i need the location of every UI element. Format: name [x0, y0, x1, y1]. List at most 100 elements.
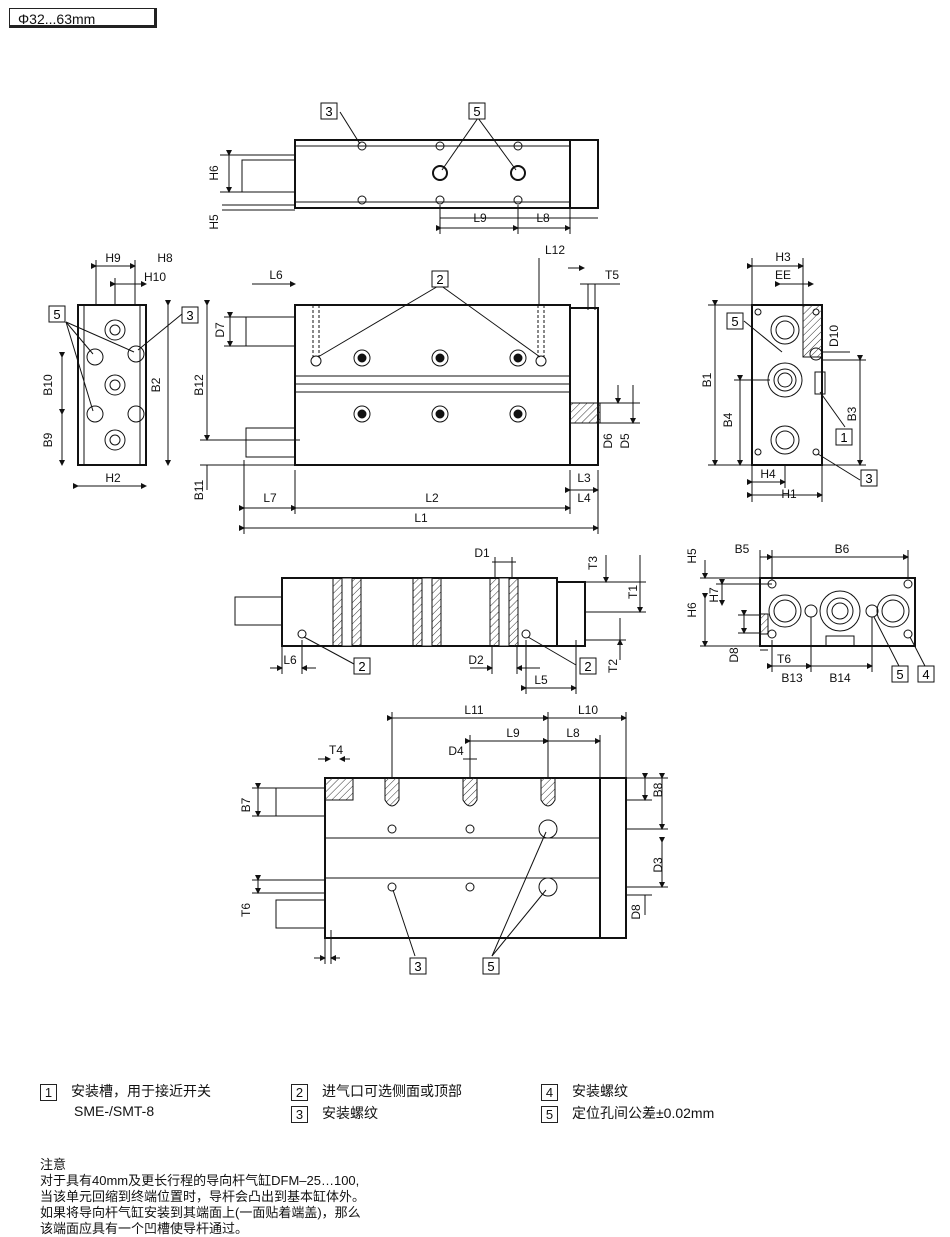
dimension-label: L4: [577, 491, 591, 505]
dimension-label: D7: [213, 322, 227, 338]
dimension-label: T6: [239, 903, 253, 917]
notes-line: 对于具有40mm及更长行程的导向杆气缸DFM–25…100,: [40, 1173, 360, 1188]
svg-text:3: 3: [186, 308, 193, 323]
dimension-label: L11: [464, 703, 483, 717]
callout-box: 3: [320, 102, 338, 120]
dimension-label: B11: [192, 479, 206, 500]
dimension-label: EE: [775, 268, 791, 282]
dimension-label: T4: [329, 743, 343, 757]
dimension-label: T2: [606, 659, 620, 673]
svg-text:5: 5: [896, 667, 903, 682]
callout-box: 3: [860, 469, 878, 487]
size-range-label: Φ32...63mm: [9, 8, 157, 28]
dimension-label: L9: [473, 211, 487, 225]
dimension-label: L3: [577, 471, 591, 485]
callout-box: 5: [891, 665, 909, 683]
callout-box: 5: [468, 102, 486, 120]
right-end-view: [708, 258, 866, 502]
dimension-label: D10: [827, 325, 841, 347]
notes-title: 注意: [40, 1157, 67, 1172]
svg-text:2: 2: [584, 659, 591, 674]
dimension-label: L1: [414, 511, 428, 525]
svg-text:5: 5: [731, 314, 738, 329]
dimension-label: B4: [721, 412, 735, 427]
dimension-label: H8: [157, 251, 173, 265]
callout-box: 3: [181, 306, 199, 324]
bottom-view: [252, 712, 668, 964]
dimension-label: B9: [41, 432, 55, 447]
notes-line: 该端面应具有一个凹槽使导杆通过。: [40, 1221, 249, 1236]
dimension-label: D6: [601, 433, 615, 449]
svg-text:5: 5: [473, 104, 480, 119]
dimension-label: B12: [192, 374, 206, 396]
dimension-label: H4: [760, 467, 776, 481]
front-view: [200, 258, 640, 534]
dimension-label: B2: [149, 377, 163, 392]
svg-text:4: 4: [922, 667, 929, 682]
dimension-label: H7: [707, 587, 721, 603]
svg-text:1: 1: [840, 430, 847, 445]
callout-box: 5: [726, 312, 744, 330]
dimension-label: B3: [845, 406, 859, 421]
dimension-label: H5: [207, 214, 221, 230]
dimension-label: D4: [448, 744, 464, 758]
dimension-label: L8: [566, 726, 580, 740]
svg-text:5: 5: [53, 307, 60, 322]
dimension-label: B14: [829, 671, 851, 685]
dimension-label: H10: [144, 270, 166, 284]
dimension-label: D2: [468, 653, 484, 667]
callout-box: 2: [353, 657, 371, 675]
dimension-label: T1: [626, 585, 640, 599]
callout-box: 5: [482, 957, 500, 975]
callout-box: 3: [409, 957, 427, 975]
dimension-label: H9: [105, 251, 121, 265]
legend-item-1-line2: SME-/SMT-8: [74, 1103, 155, 1119]
svg-text:3: 3: [325, 104, 332, 119]
dimension-label: D8: [629, 904, 643, 920]
callout-markers: 3 5 2 5 3 5 1 3 2 2 5 4 3 5: [48, 102, 935, 975]
dimension-label: H5: [685, 548, 699, 564]
svg-text:2: 2: [436, 272, 443, 287]
dimension-label: H1: [781, 487, 797, 501]
callout-box: 2: [579, 657, 597, 675]
dimension-label: L6: [283, 653, 297, 667]
dimension-label: L10: [578, 703, 598, 717]
end-view-2: [700, 550, 927, 672]
dimension-label: B13: [781, 671, 803, 685]
dimension-label: B1: [700, 372, 714, 387]
dimension-label: T3: [586, 556, 600, 570]
dimension-label: L9: [506, 726, 520, 740]
dimension-label: H6: [685, 602, 699, 618]
top-view: [220, 111, 599, 234]
notes: 注意 对于具有40mm及更长行程的导向杆气缸DFM–25…100, 当该单元回缩…: [40, 1157, 365, 1237]
dimension-label: B6: [835, 542, 850, 556]
svg-text:3: 3: [865, 471, 872, 486]
dimension-label: H3: [775, 250, 791, 264]
dimension-label: T5: [605, 268, 619, 282]
svg-text:2: 2: [358, 659, 365, 674]
dimension-label: L7: [263, 491, 277, 505]
dimension-label: D5: [618, 433, 632, 449]
dimension-label: B8: [651, 782, 665, 797]
dimension-label: D8: [727, 647, 741, 663]
dimension-label: D1: [474, 546, 490, 560]
dimension-label: H6: [207, 165, 221, 181]
section-view: [234, 555, 646, 694]
notes-line: 如果将导向杆气缸安装到其端面上(一面贴着端盖)，那么: [40, 1205, 361, 1220]
dimension-label: L12: [545, 243, 565, 257]
dimension-label: B10: [41, 374, 55, 396]
left-end-view: [59, 260, 183, 489]
svg-text:5: 5: [487, 959, 494, 974]
callout-box: 1: [835, 428, 853, 446]
dimension-label: L6: [269, 268, 283, 282]
dimension-label: T6: [777, 652, 791, 666]
svg-text:3: 3: [414, 959, 421, 974]
dimension-label: D3: [651, 857, 665, 873]
